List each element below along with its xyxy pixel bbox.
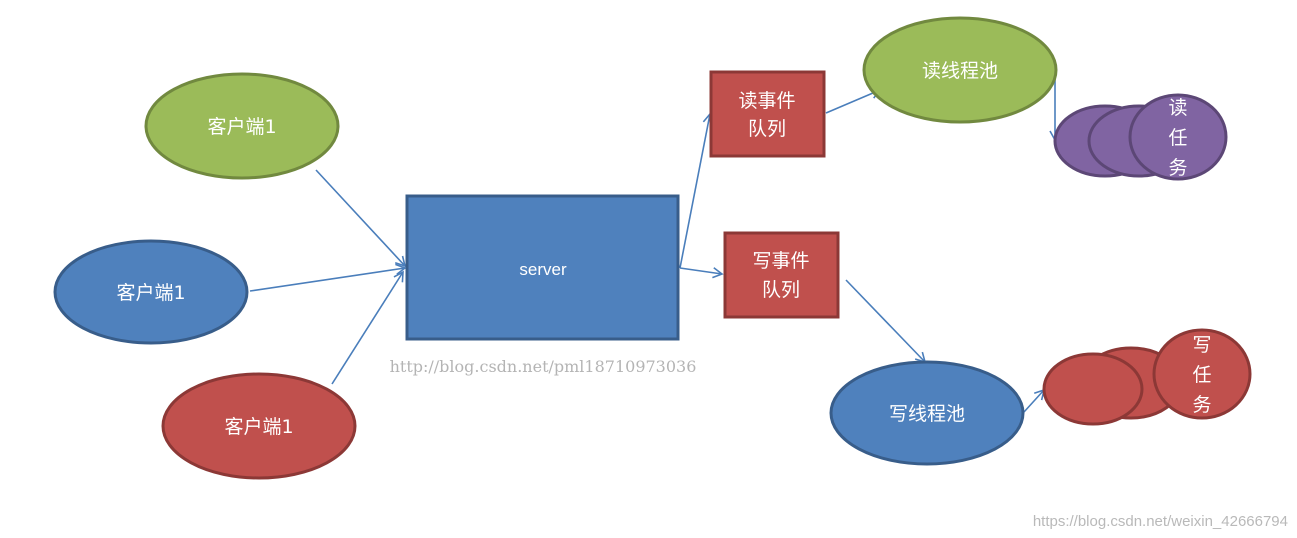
write-tasks-label-char2: 任 xyxy=(1192,364,1211,386)
write-pool-label: 写线程池 xyxy=(889,403,965,425)
server-label: server xyxy=(519,260,567,279)
arrow-write-pool-to-write-tasks xyxy=(1023,388,1046,413)
write-thread-pool: 写线程池 xyxy=(829,360,1025,466)
read-tasks-label-char1: 读 xyxy=(1168,97,1187,119)
client-node-3: 客户端1 xyxy=(161,372,357,480)
watermark-bottom-right: https://blog.csdn.net/weixin_42666794 xyxy=(1033,513,1288,530)
write-queue-label-line1: 写事件 xyxy=(752,250,809,272)
client-3-label: 客户端1 xyxy=(224,416,293,438)
write-tasks-label-char1: 写 xyxy=(1192,334,1211,356)
arrow-client1-to-server xyxy=(315,169,407,268)
read-task-shape-3 xyxy=(1128,93,1228,181)
client-1-shape xyxy=(144,72,340,180)
arrow-client3-to-server xyxy=(331,270,404,385)
read-tasks-stack: 读 任 务 xyxy=(1053,93,1228,181)
arrow-server-to-write-queue xyxy=(679,267,724,279)
watermark-center: http://blog.csdn.net/pml18710973036 xyxy=(390,357,697,376)
client-2-label: 客户端1 xyxy=(116,282,185,304)
client-node-1: 客户端1 xyxy=(144,72,340,180)
write-tasks-stack: 写 任 务 xyxy=(1042,328,1252,426)
arrow-write-queue-to-write-pool xyxy=(845,279,927,364)
read-queue-shape xyxy=(709,70,826,158)
write-task-shape-3 xyxy=(1152,328,1252,420)
read-pool-label: 读线程池 xyxy=(922,60,998,82)
arrow-server-to-read-queue xyxy=(679,112,714,269)
read-queue-label-line1: 读事件 xyxy=(738,90,795,112)
client-node-2: 客户端1 xyxy=(53,239,249,345)
write-tasks-label-char3: 务 xyxy=(1192,394,1211,416)
connector-arrows xyxy=(249,72,1061,413)
read-pool-shape xyxy=(862,16,1058,124)
server-node: server xyxy=(405,194,680,341)
client-3-shape xyxy=(161,372,357,480)
write-pool-shape xyxy=(829,360,1025,466)
read-event-queue: 读事件 队列 xyxy=(709,70,826,158)
write-queue-label-line2: 队列 xyxy=(762,279,800,301)
write-queue-shape xyxy=(723,231,840,319)
client-1-label: 客户端1 xyxy=(207,116,276,138)
arrow-client2-to-server xyxy=(249,263,407,292)
read-tasks-label-char3: 务 xyxy=(1168,157,1187,179)
write-task-shape-1 xyxy=(1042,352,1144,426)
server-shape xyxy=(405,194,680,341)
read-tasks-label-char2: 任 xyxy=(1168,127,1187,149)
write-event-queue: 写事件 队列 xyxy=(723,231,840,319)
arrow-read-queue-to-read-pool xyxy=(825,88,882,114)
client-2-shape xyxy=(53,239,249,345)
read-queue-label-line2: 队列 xyxy=(748,118,786,140)
read-thread-pool: 读线程池 xyxy=(862,16,1058,124)
